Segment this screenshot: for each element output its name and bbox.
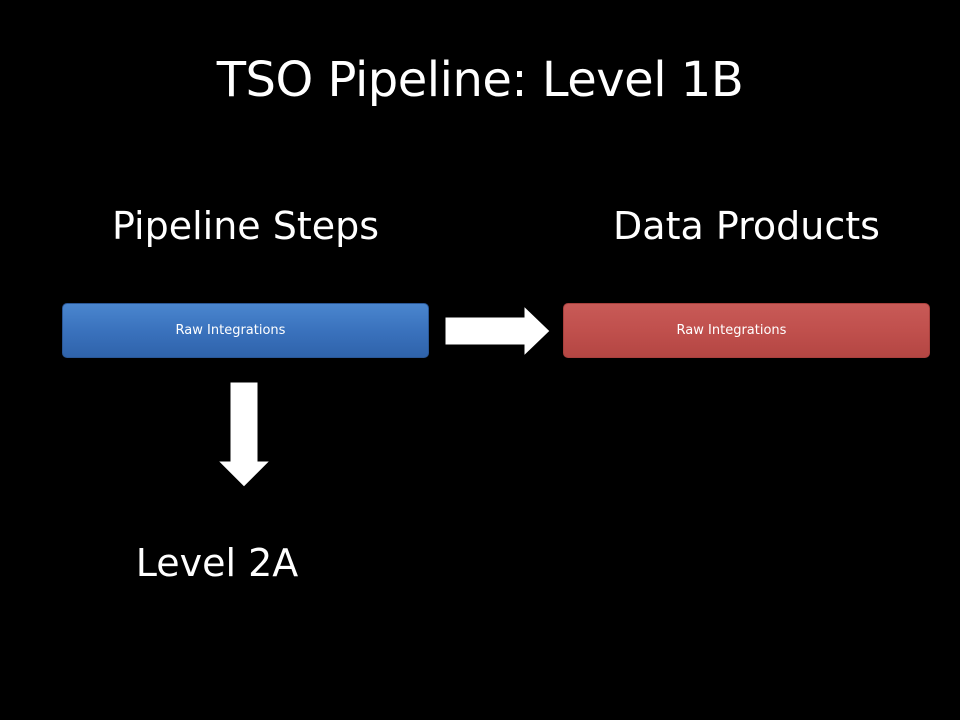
data-product-label: Raw Integrations [676,323,787,338]
pipeline-steps-heading: Pipeline Steps [111,204,380,248]
slide-title: TSO Pipeline: Level 1B [216,52,744,108]
data-product-box: Raw Integrations [563,303,930,358]
pipeline-step-box: Raw Integrations [62,303,429,358]
data-products-heading: Data Products [613,204,880,248]
next-level-label: Level 2A [135,541,299,585]
arrow-down-icon [217,381,271,488]
pipeline-step-label: Raw Integrations [175,323,286,338]
arrow-right-icon [444,305,551,357]
